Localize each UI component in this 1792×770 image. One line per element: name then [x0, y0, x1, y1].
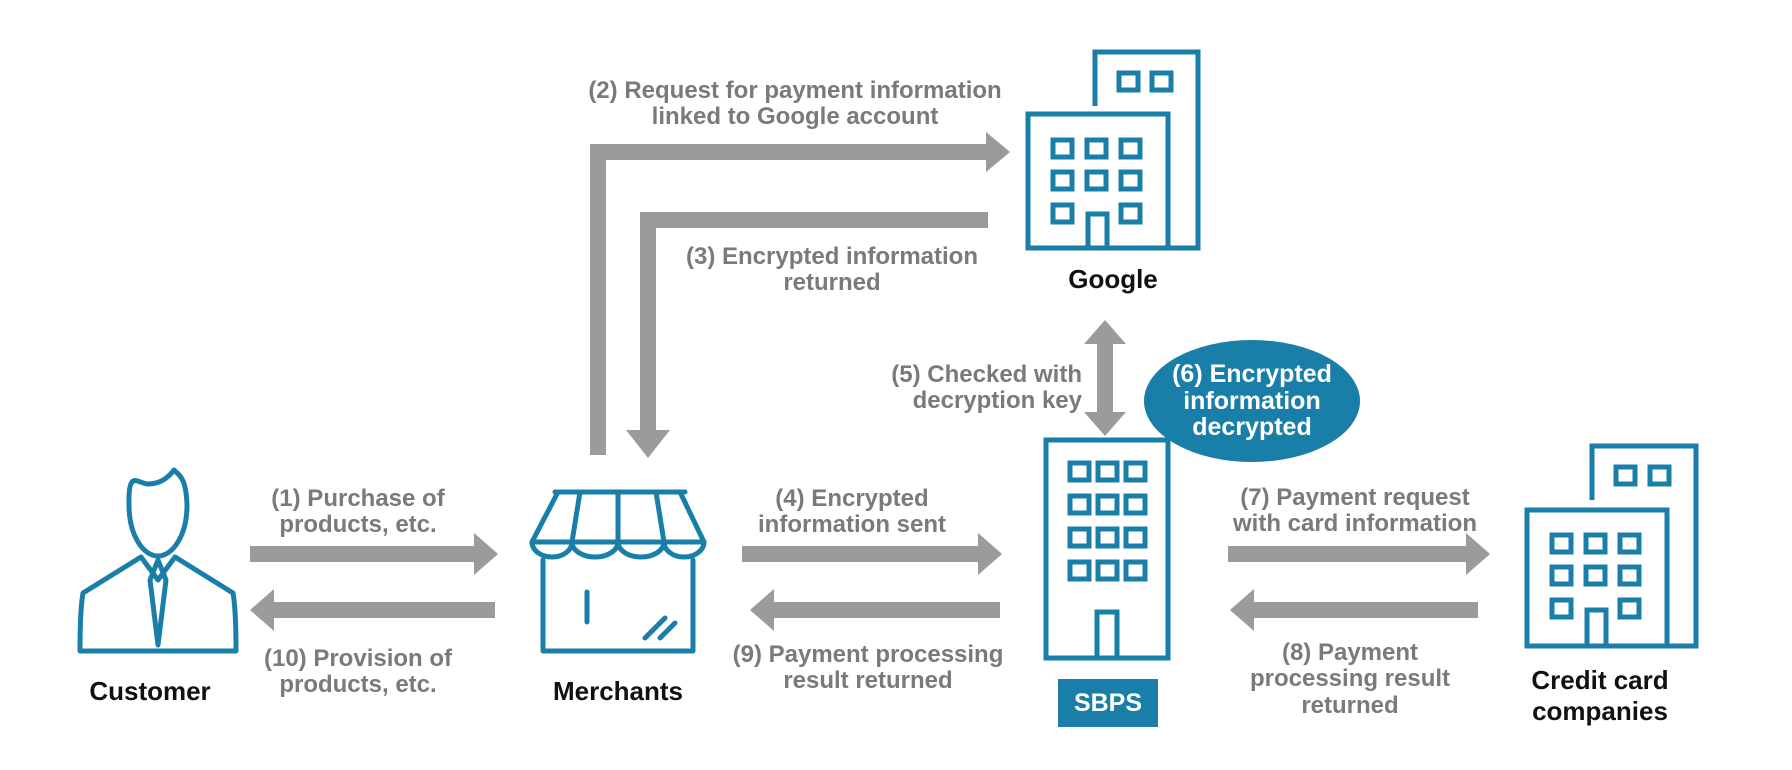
step-7-line2: with card information	[1232, 510, 1478, 538]
step-8-line2: processing result	[1249, 665, 1451, 693]
step-9-line2: result returned	[783, 667, 953, 695]
step-9-label: (9) Payment processing result returned	[732, 641, 1004, 695]
step-1-line1: (1) Purchase of	[271, 485, 445, 512]
customer-label: Customer	[89, 676, 211, 706]
step-10-line1: (10) Provision of	[263, 645, 453, 672]
step-8-label: (8) Payment processing result returned	[1249, 639, 1451, 719]
arrow-step-3	[626, 212, 988, 458]
merchants-label: Merchants	[552, 676, 684, 706]
sbps-building-icon	[1043, 437, 1171, 661]
step-7-label: (7) Payment request with card informatio…	[1232, 484, 1478, 538]
credit-card-label: Credit card companies	[1531, 665, 1668, 726]
step-6-line3: decrypted	[1192, 413, 1312, 442]
step-4-label: (4) Encrypted information sent	[757, 485, 947, 539]
arrow-step-8	[1230, 589, 1478, 631]
step-5-label: (5) Checked with decryption key	[891, 361, 1082, 415]
flow-arrows	[250, 132, 1490, 631]
step-3-line2: returned	[783, 269, 881, 297]
credit-card-label-line2: companies	[1532, 695, 1668, 726]
customer-icon	[77, 467, 239, 654]
arrow-step-2	[590, 132, 1010, 455]
step-2-line1: (2) Request for payment information	[588, 77, 1002, 104]
arrow-step-1	[250, 533, 498, 575]
step-10-label: (10) Provision of products, etc.	[263, 645, 453, 699]
step-10-line2: products, etc.	[279, 671, 437, 699]
step-2-line2: linked to Google account	[651, 103, 939, 131]
step-4-line1: (4) Encrypted	[775, 485, 929, 512]
step-6-line1: (6) Encrypted	[1172, 360, 1332, 389]
step-7-line1: (7) Payment request	[1240, 484, 1470, 511]
google-building-icon	[1025, 49, 1201, 251]
step-4-line2: information sent	[757, 511, 947, 539]
step-3-line1: (3) Encrypted information	[685, 243, 979, 270]
step-8-line1: (8) Payment	[1281, 639, 1419, 666]
step-9-line1: (9) Payment processing	[732, 641, 1004, 668]
step-2-label: (2) Request for payment information link…	[588, 77, 1002, 131]
arrow-step-5	[1084, 320, 1126, 436]
arrow-step-7	[1228, 533, 1490, 575]
step-6-line2: information	[1183, 386, 1321, 415]
arrow-step-4	[742, 533, 1002, 575]
step-3-label: (3) Encrypted information returned	[685, 243, 979, 297]
step-1-label: (1) Purchase of products, etc.	[271, 485, 445, 539]
google-label: Google	[1068, 264, 1158, 294]
arrow-step-9	[750, 589, 1000, 631]
storefront-icon	[529, 489, 707, 654]
arrow-step-10	[250, 589, 495, 631]
sbps-label: SBPS	[1058, 679, 1158, 727]
credit-card-label-line1: Credit card	[1531, 665, 1669, 695]
step-5-line2: decryption key	[912, 387, 1082, 415]
step-5-line1: (5) Checked with	[891, 361, 1082, 388]
step-8-line3: returned	[1301, 691, 1399, 719]
credit-card-building-icon	[1524, 443, 1699, 649]
step-6-bubble: (6) Encrypted information decrypted	[1144, 340, 1360, 462]
step-1-line2: products, etc.	[279, 511, 437, 539]
